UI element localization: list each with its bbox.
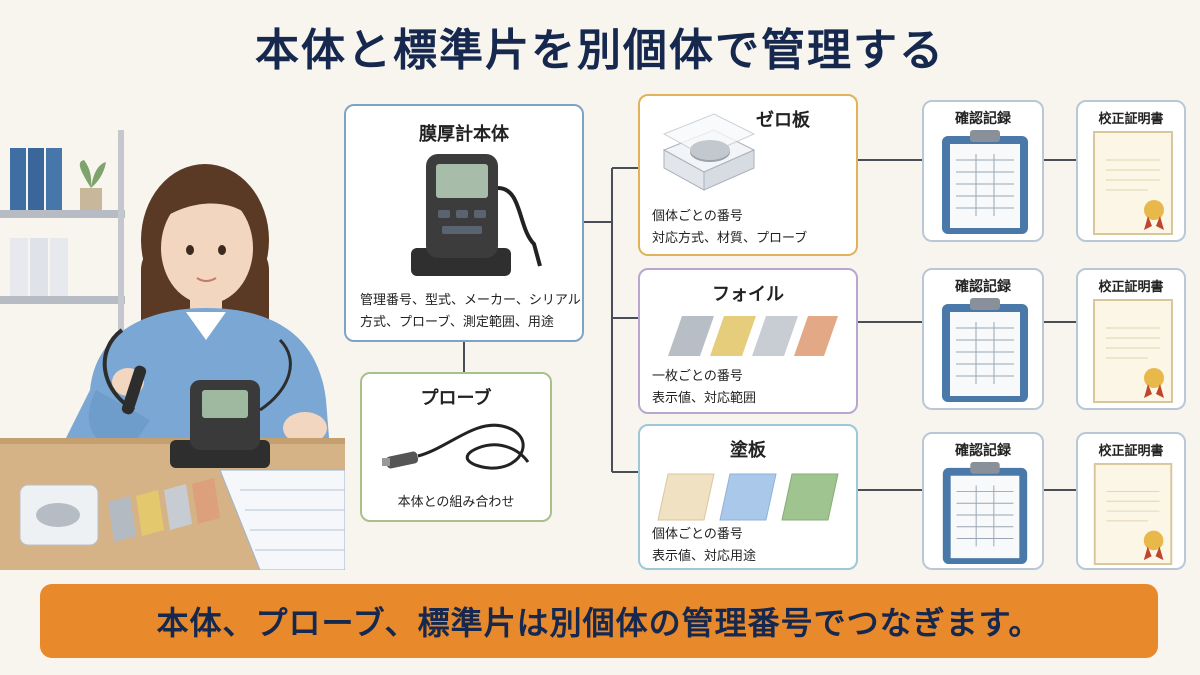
desk-gauge	[102, 328, 292, 468]
foil-line-1: 一枚ごとの番号	[652, 369, 743, 384]
clipboard-icon	[942, 462, 1028, 565]
zero-plate-icon	[662, 113, 756, 191]
certificate-icon	[1093, 299, 1173, 403]
painted-plate-line-2: 表示値、対応用途	[652, 549, 757, 564]
certificate-box-3: 校正証明書	[1076, 432, 1186, 570]
probe-box-title: プローブ	[420, 388, 492, 409]
foil-line-2: 表示値、対応範囲	[652, 391, 757, 406]
shelf	[0, 130, 125, 430]
probe-icon	[382, 423, 530, 470]
worker-illustration	[0, 130, 345, 570]
gauge-box-line-1: 管理番号、型式、メーカー、シリアル	[360, 293, 581, 308]
record-label-2: 確認記録	[955, 279, 1011, 295]
painted-plates-icon	[657, 473, 839, 521]
certificate-label-3: 校正証明書	[1098, 444, 1164, 459]
zero-plate-title: ゼロ板	[756, 110, 810, 131]
footer-banner: 本体、プローブ、標準片は別個体の管理番号でつなぎます。	[40, 584, 1158, 658]
record-box-3: 確認記録	[922, 432, 1044, 570]
foils-icon	[668, 316, 838, 356]
desk-foils	[108, 478, 220, 542]
probe-box-line-1: 本体との組み合わせ	[397, 495, 515, 510]
probe-box: プローブ 本体との組み合わせ	[360, 372, 552, 522]
worker	[60, 164, 330, 450]
page-title: 本体と標準片を別個体で管理する	[255, 25, 945, 76]
painted-plate-box: 塗板 個体ごとの番号 表示値、対応用途	[638, 424, 858, 570]
painted-plate-title: 塗板	[730, 440, 766, 461]
zero-plate-line-1: 個体ごとの番号	[652, 209, 743, 224]
record-box-1: 確認記録	[922, 100, 1044, 242]
certificate-label-1: 校正証明書	[1098, 112, 1164, 127]
clipboard-icon	[942, 298, 1028, 402]
gauge-box: 膜厚計本体 管理番号、型式、メーカー、シリアル 方式、プローブ、測定範囲、用途	[344, 104, 584, 342]
gauge-box-line-2: 方式、プローブ、測定範囲、用途	[360, 315, 554, 330]
desk-zero-plate	[19, 484, 99, 546]
certificate-box-1: 校正証明書	[1076, 100, 1186, 242]
certificate-label-2: 校正証明書	[1098, 280, 1164, 295]
certificate-icon	[1093, 462, 1173, 566]
footer-text: 本体、プローブ、標準片は別個体の管理番号でつなぎます。	[156, 604, 1042, 642]
foil-box: フォイル 一枚ごとの番号 表示値、対応範囲	[638, 268, 858, 414]
record-box-2: 確認記録	[922, 268, 1044, 410]
record-label-3: 確認記録	[955, 443, 1011, 459]
desk-paper	[219, 469, 345, 570]
gauge-icon	[411, 154, 542, 276]
painted-plate-line-1: 個体ごとの番号	[652, 527, 743, 542]
certificate-box-2: 校正証明書	[1076, 268, 1186, 410]
gauge-box-title: 膜厚計本体	[419, 124, 509, 145]
record-label-1: 確認記録	[955, 111, 1011, 127]
foil-title: フォイル	[712, 284, 784, 305]
clipboard-icon	[942, 130, 1028, 234]
zero-plate-box: ゼロ板 個体ごとの番号 対応方式、材質、プローブ	[638, 94, 858, 256]
certificate-icon	[1093, 131, 1173, 235]
zero-plate-line-2: 対応方式、材質、プローブ	[652, 231, 808, 246]
